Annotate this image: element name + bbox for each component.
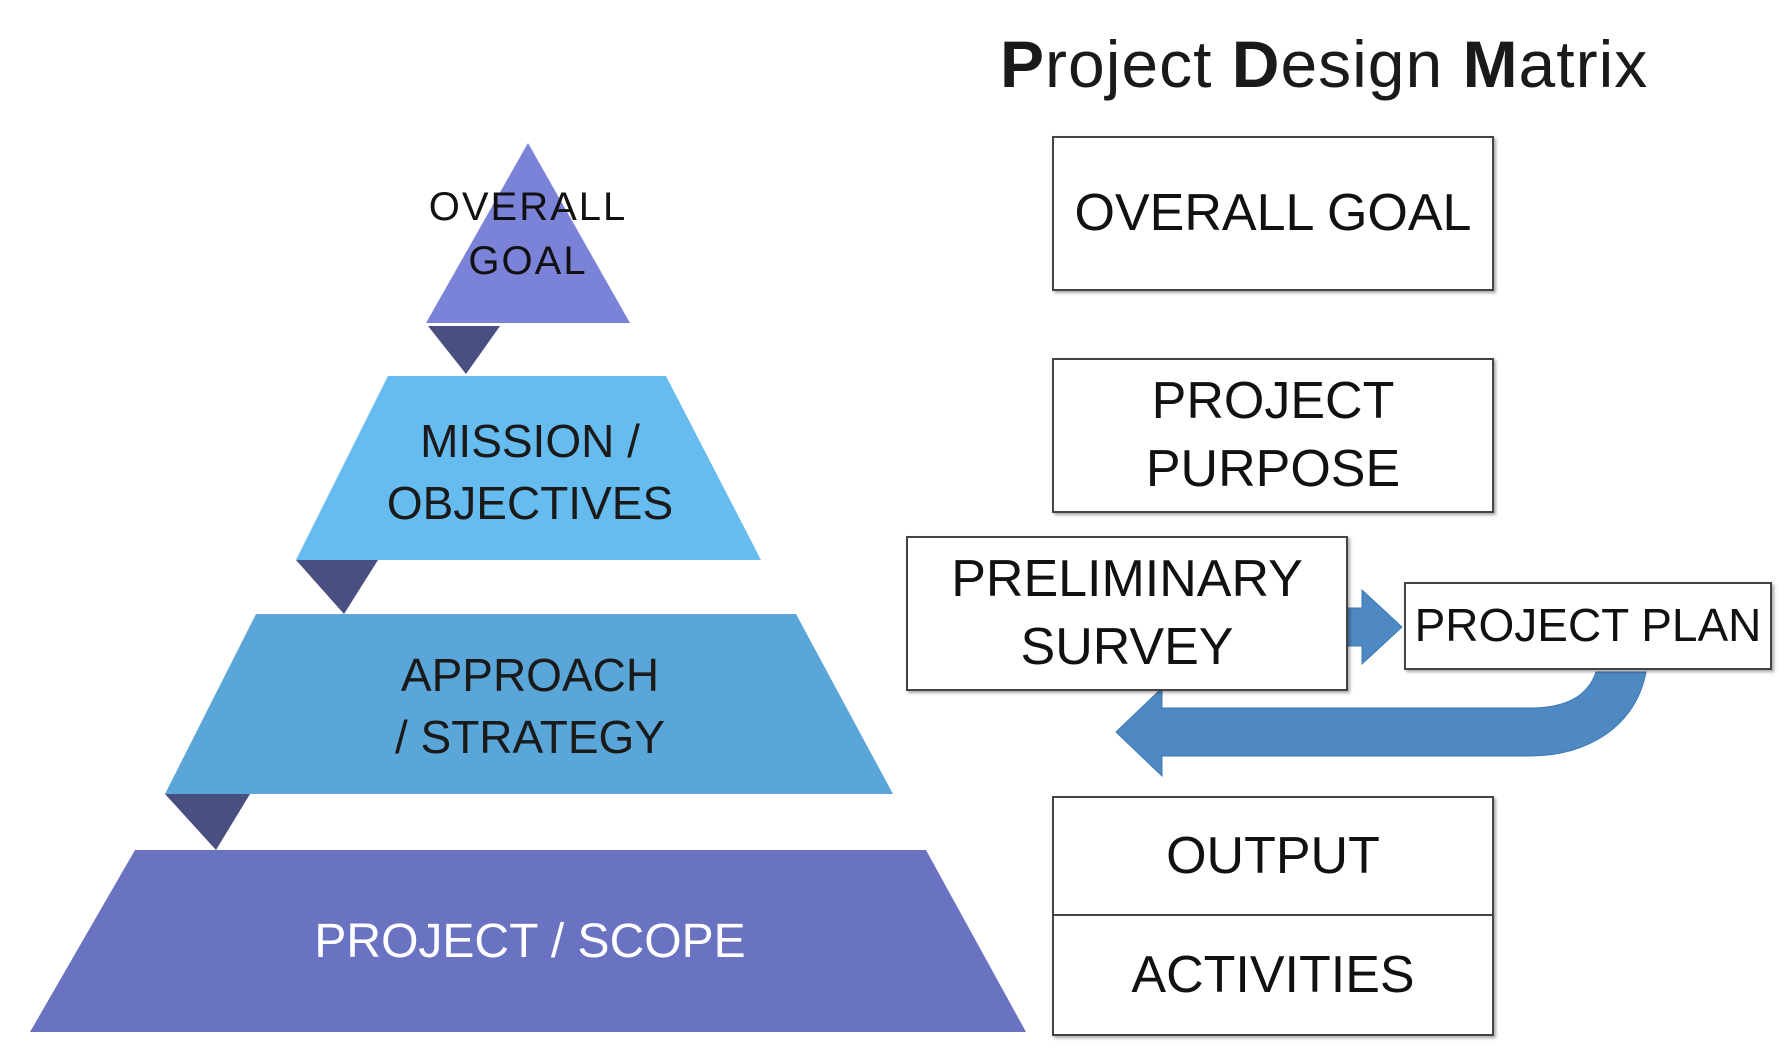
tier-approach-strategy-label: APPROACH / STRATEGY (340, 644, 720, 768)
box-activities: ACTIVITIES (1054, 916, 1492, 1034)
tier-approach-strategy (165, 614, 893, 794)
tier-approach-strategy-line2: / STRATEGY (394, 711, 666, 764)
box-project-purpose: PROJECT PURPOSE (1052, 358, 1494, 513)
tier-overall-goal-label: OVERALL GOAL (418, 180, 638, 288)
box-preliminary-survey: PRELIMINARY SURVEY (906, 536, 1348, 691)
box-project-plan-text: PROJECT PLAN (1414, 599, 1762, 652)
connector-3-4 (165, 794, 250, 850)
box-project-purpose-line1: PROJECT (1151, 371, 1395, 430)
tier-project-scope-line1: PROJECT / SCOPE (314, 915, 746, 968)
box-preliminary-survey-line2: SURVEY (1020, 617, 1234, 676)
arrow-return-curve (1115, 671, 1647, 778)
tier-project-scope-label: PROJECT / SCOPE (280, 910, 780, 975)
tier-mission-objectives (296, 376, 761, 560)
box-output-text: OUTPUT (1166, 827, 1380, 885)
box-preliminary-survey-line1: PRELIMINARY (951, 549, 1303, 608)
tier-mission-objectives-label: MISSION / OBJECTIVES (350, 410, 710, 534)
tier-mission-objectives-line2: OBJECTIVES (386, 477, 674, 530)
box-project-plan: PROJECT PLAN (1404, 582, 1772, 670)
connector-1-2 (428, 326, 500, 374)
box-overall-goal-text: OVERALL GOAL (1074, 183, 1472, 242)
tier-overall-goal-line1: OVERALL (428, 185, 628, 229)
box-output-activities: OUTPUT ACTIVITIES (1052, 796, 1494, 1036)
box-activities-text: ACTIVITIES (1131, 946, 1415, 1004)
box-output: OUTPUT (1054, 798, 1492, 916)
matrix-title: Project Design Matrix (1000, 27, 1649, 101)
tier-mission-objectives-line1: MISSION / (420, 415, 640, 467)
tier-project-scope (30, 850, 1026, 1032)
connector-2-3 (296, 560, 378, 614)
box-project-purpose-line2: PURPOSE (1145, 439, 1401, 498)
tier-overall-goal (426, 143, 630, 323)
box-overall-goal: OVERALL GOAL (1052, 136, 1494, 291)
tier-overall-goal-line2: GOAL (468, 239, 588, 283)
tier-approach-strategy-line1: APPROACH (400, 649, 660, 701)
